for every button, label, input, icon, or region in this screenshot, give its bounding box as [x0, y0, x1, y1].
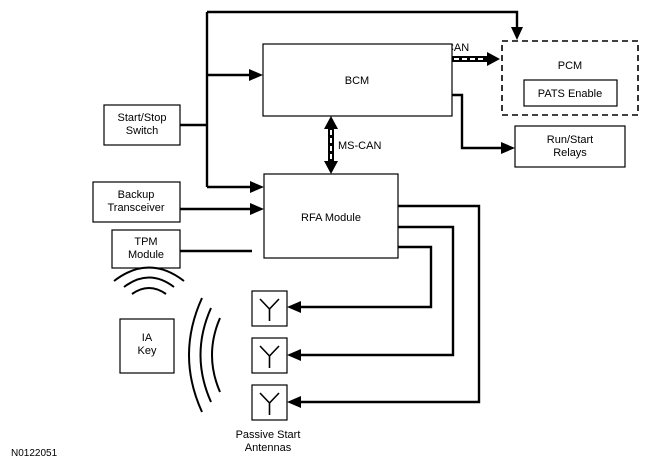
arrow-into-antenna-3	[287, 396, 301, 408]
tpm-label-line-2: Module	[128, 249, 164, 261]
wire-rfa-to-antenna-2	[299, 225, 455, 357]
hs-can-arrow-right	[487, 52, 500, 66]
pcm-label: PCM	[558, 60, 582, 72]
passive-start-antenna-3	[251, 384, 288, 421]
ms-can-bus	[324, 116, 338, 174]
wire-top-to-pcm	[207, 10, 519, 28]
bcm-label: BCM	[345, 75, 369, 87]
passive-start-antenna-1	[251, 290, 288, 327]
pats-enable-label: PATS Enable	[538, 88, 602, 100]
ia-key-label-line-2: Key	[138, 345, 157, 357]
antennas-caption-line-1: Passive Start	[236, 429, 301, 441]
bcm-block: BCM	[262, 43, 453, 117]
antenna-radio-waves-icon	[188, 297, 221, 413]
arrow-heads	[249, 27, 523, 408]
ms-can-arrow-down	[324, 161, 338, 174]
arrow-into-antenna-1	[287, 301, 301, 313]
start-stop-label-line-2: Switch	[126, 125, 158, 137]
wires	[180, 10, 519, 404]
antennas-caption-line-2: Antennas	[245, 442, 292, 454]
figure-id: N0122051	[11, 448, 58, 459]
backup-label-line-1: Backup	[118, 189, 155, 201]
wire-rfa-to-antenna-1	[299, 245, 433, 309]
arrow-into-relays	[501, 142, 515, 154]
ms-can-label: MS-CAN	[338, 140, 381, 152]
start-stop-switch-block: Start/Stop Switch	[103, 104, 181, 146]
pats-enable-block	[523, 79, 618, 107]
rfa-module-block: RFA Module	[263, 173, 399, 259]
passive-start-antenna-2	[251, 337, 288, 374]
arrow-into-rfa-top	[250, 181, 264, 193]
tpm-module-block: TPM Module	[111, 229, 181, 269]
arrow-into-pcm	[511, 27, 523, 40]
run-start-label-line-2: Relays	[553, 147, 587, 159]
ms-can-arrow-up	[324, 116, 338, 129]
arrow-into-bcm	[249, 69, 263, 81]
arrow-into-rfa-backup	[250, 203, 264, 215]
arrow-into-antenna-2	[287, 349, 301, 361]
antenna-icon	[259, 298, 280, 321]
tpm-label-line-1: TPM	[134, 236, 157, 248]
ia-key-label-line-1: IA	[142, 332, 153, 344]
pcm-block: PCM PATS Enable	[501, 40, 639, 116]
key-radio-waves-icon	[113, 266, 185, 295]
rfa-label: RFA Module	[301, 212, 361, 224]
antenna-icon	[259, 345, 280, 368]
ia-key-block: IA Key	[119, 318, 175, 374]
run-start-label-line-1: Run/Start	[547, 134, 593, 146]
antenna-icon	[259, 392, 280, 415]
run-start-relays-block: Run/Start Relays	[514, 125, 626, 168]
start-stop-label-line-1: Start/Stop	[118, 112, 167, 124]
wire-rfa-to-antenna-3	[299, 204, 481, 404]
wire-bcm-to-relays	[452, 93, 502, 150]
backup-transceiver-block: Backup Transceiver	[92, 181, 181, 223]
backup-label-line-2: Transceiver	[107, 202, 164, 214]
